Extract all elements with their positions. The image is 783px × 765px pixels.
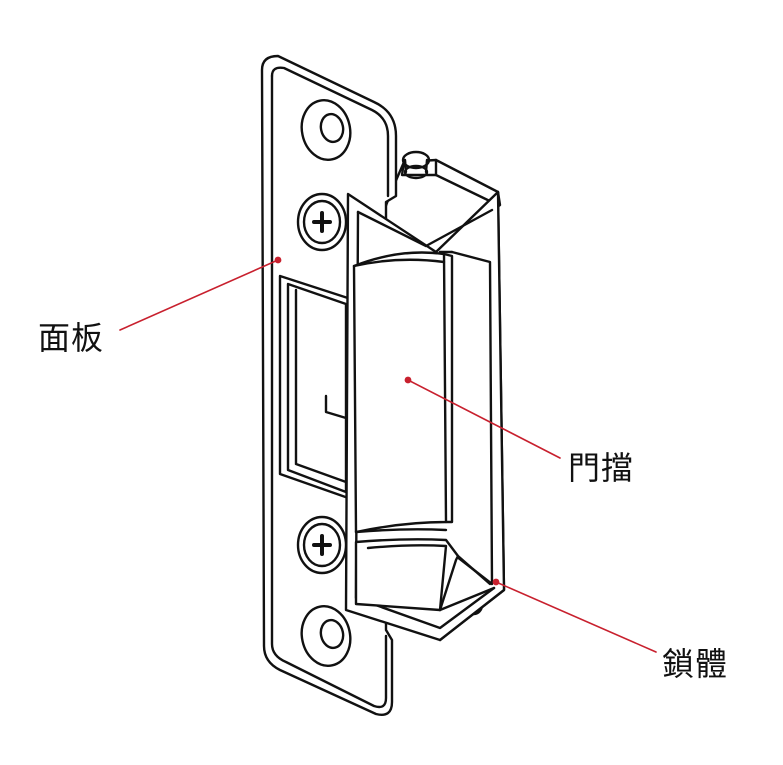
leader-lines [119,259,657,653]
leader-dots [274,256,500,586]
label-keeper: 門擋 [568,449,635,487]
keeper [352,251,496,612]
label-body: 鎖體 [662,645,729,683]
leader-faceplate [119,259,279,331]
leader-keeper [407,379,561,459]
dot-faceplate [274,256,282,264]
leader-body [495,581,657,653]
label-faceplate: 面板 [38,319,105,357]
dot-keeper [404,376,412,384]
dot-body [492,578,500,586]
